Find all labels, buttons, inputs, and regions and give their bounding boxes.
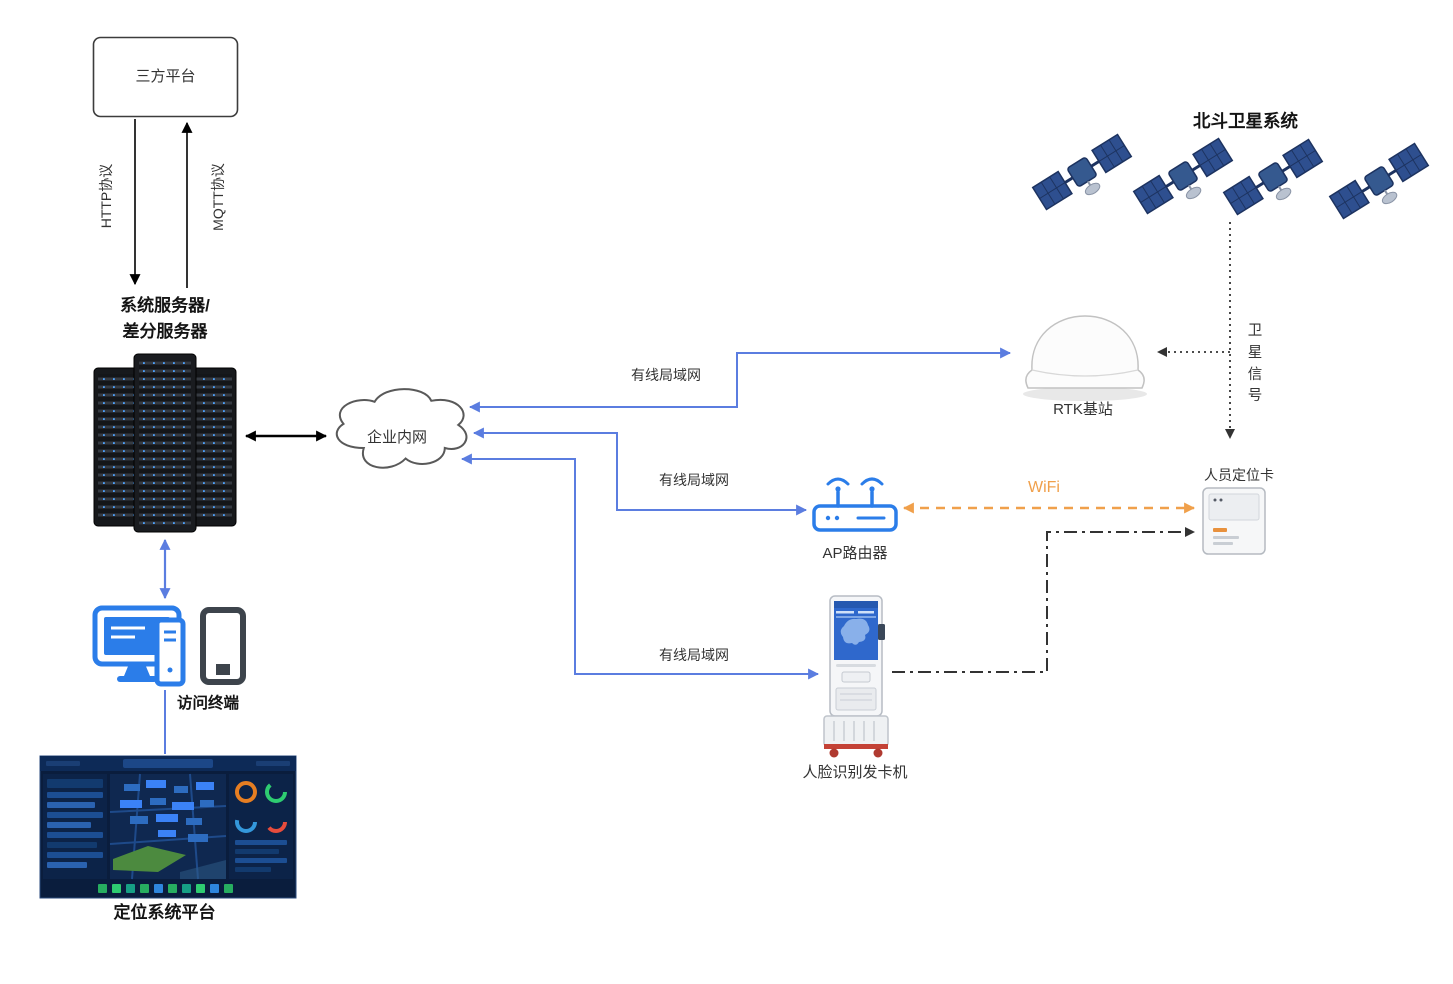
- satellite-icon: [1328, 141, 1436, 230]
- third-party-platform-label: 三方平台: [135, 68, 196, 86]
- desktop-computer-icon: [92, 605, 186, 687]
- system-server-label: 系统服务器/ 差分服务器: [75, 293, 255, 346]
- system-server-line2: 差分服务器: [122, 322, 208, 342]
- lan-line-ap: [472, 427, 808, 516]
- third-party-platform-box: [92, 36, 239, 118]
- beidou-satellites: [1031, 132, 1436, 230]
- tablet-icon: [200, 607, 246, 685]
- satellite-icon: [1222, 137, 1330, 226]
- personnel-positioning-card-label: 人员定位卡: [1204, 467, 1274, 483]
- beidou-satellite-system-label: 北斗卫星系统: [1193, 111, 1298, 131]
- cloud-icon: [335, 388, 468, 469]
- wired-lan-label-rtk: 有线局域网: [631, 367, 701, 383]
- system-server-line1: 系统服务器/: [120, 296, 210, 315]
- satellite-icon: [1132, 136, 1240, 225]
- wifi-label: WiFi: [1028, 479, 1060, 496]
- access-terminal-label: 访问终端: [176, 695, 239, 712]
- satellite-signal-label: 卫星信号: [1247, 323, 1263, 405]
- rtk-dome-icon: [1023, 315, 1147, 401]
- wired-lan-label-face: 有线局域网: [659, 647, 729, 663]
- mqtt-protocol-label: MQTT协议: [209, 163, 226, 231]
- positioning-system-platform-label: 定位系统平台: [113, 903, 216, 922]
- kiosk-card-link-line: [892, 527, 1195, 673]
- lan-line-rtk: [468, 347, 1012, 413]
- face-recognition-kiosk-icon: [823, 595, 889, 758]
- ap-router-label: AP路由器: [822, 545, 888, 562]
- face-recognition-machine-label: 人脸识别发卡机: [802, 764, 908, 781]
- ap-router-icon: [812, 477, 898, 532]
- enterprise-intranet-label: 企业内网: [366, 429, 427, 446]
- wired-lan-label-ap: 有线局域网: [659, 472, 729, 488]
- rtk-base-station-label: RTK基站: [1053, 401, 1113, 418]
- dashboard-screenshot-thumbnail: [39, 755, 297, 899]
- satellite-icon: [1031, 132, 1139, 221]
- personnel-card-icon: [1202, 487, 1266, 555]
- lan-line-face: [460, 453, 820, 680]
- access-terminal-icon: [92, 605, 246, 687]
- http-protocol-label: HTTP协议: [97, 163, 114, 229]
- server-rack-icon: [93, 353, 237, 533]
